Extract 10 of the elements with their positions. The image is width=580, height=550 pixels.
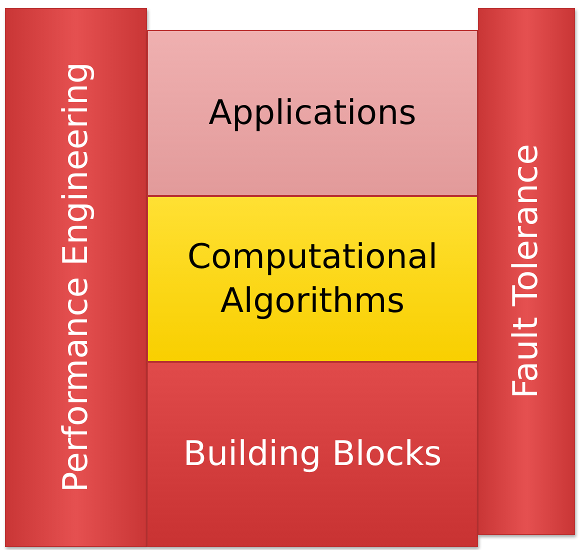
- layer-label: Computational Algorithms: [186, 236, 439, 323]
- layer-label: Performance Engineering: [54, 62, 97, 493]
- stack-layer: [147, 362, 478, 547]
- side-bar: [478, 8, 575, 535]
- side-bar: [5, 8, 147, 547]
- layer-label: Building Blocks: [183, 433, 442, 476]
- stack-layer: [147, 30, 478, 196]
- layer-label: Applications: [208, 92, 416, 135]
- stack-layer: [147, 196, 478, 362]
- layer-label: Fault Tolerance: [505, 144, 548, 399]
